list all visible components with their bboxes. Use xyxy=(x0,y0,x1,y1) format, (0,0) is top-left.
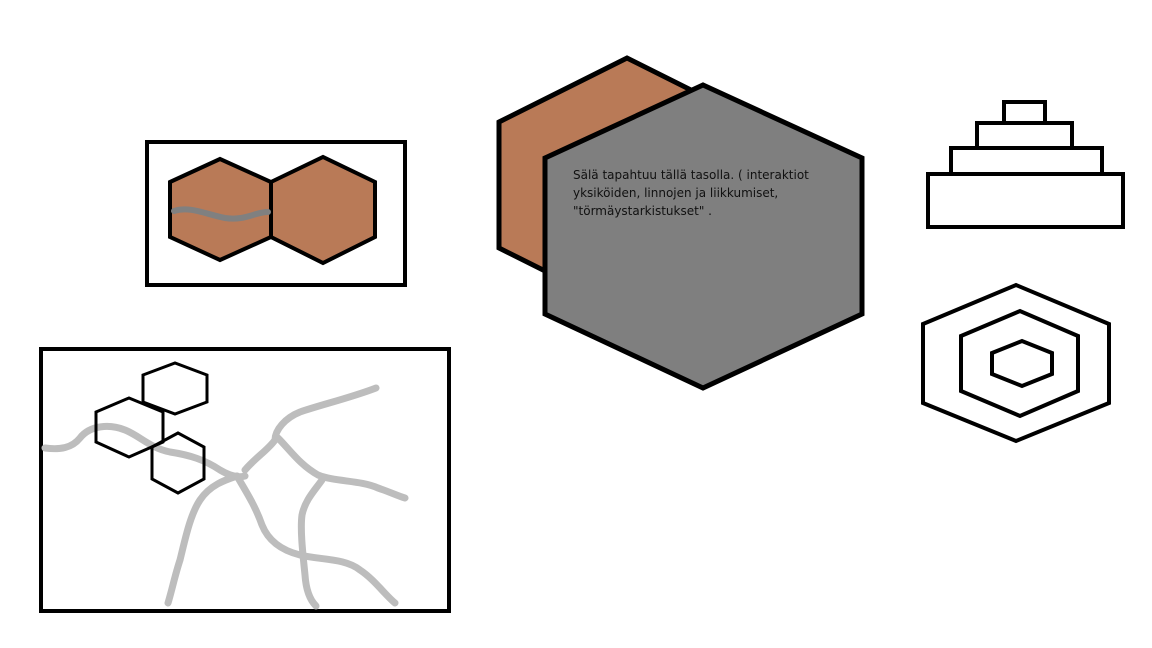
pyramid-step-4 xyxy=(1002,100,1047,125)
gray-hex-front xyxy=(542,82,865,391)
river-mid xyxy=(297,476,326,610)
brown-hex-right xyxy=(269,154,377,266)
pyramid-step-2 xyxy=(949,146,1104,176)
river-west xyxy=(41,422,249,481)
map-hex-top xyxy=(141,361,209,416)
map-hex-right xyxy=(150,431,206,495)
map-hex-grid xyxy=(94,361,209,495)
hex-ring-inner xyxy=(990,338,1054,389)
concentric-hexagons-icon xyxy=(921,282,1111,444)
hex-ring-outer xyxy=(921,282,1111,444)
layer-note-text: Sälä tapahtuu tällä tasolla. ( interakti… xyxy=(573,168,809,218)
tile-river xyxy=(171,206,271,222)
hex-ring-middle xyxy=(959,308,1080,419)
stepped-pyramid-icon xyxy=(926,100,1125,229)
river-east xyxy=(274,434,409,502)
map-panel-frame xyxy=(39,347,451,613)
river-north xyxy=(241,384,380,474)
map-panel xyxy=(39,347,451,613)
pyramid-step-3 xyxy=(975,121,1074,150)
map-rivers xyxy=(41,384,409,610)
river-south-west xyxy=(164,472,241,607)
two-hex-tile-panel xyxy=(145,140,407,287)
pyramid-step-1 xyxy=(926,172,1125,229)
layered-hexagons xyxy=(496,55,865,391)
